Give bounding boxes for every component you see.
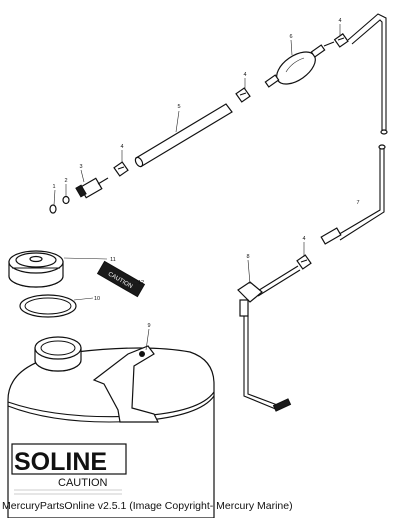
copyright-footer: MercuryPartsOnline v2.5.1 (Image Copyrig…: [2, 500, 293, 512]
primer-bulb: [264, 41, 335, 88]
clamp-left: [113, 161, 129, 177]
callout-1: 1: [52, 184, 55, 190]
fuel-hose: [134, 103, 233, 168]
callout-8: 8: [246, 254, 249, 260]
callout-10: 10: [94, 296, 100, 302]
tank-lettering-caution: CAUTION: [58, 477, 108, 489]
o-ring-small: [62, 195, 70, 205]
caution-decal: CAUTION: [96, 260, 146, 298]
callout-labels: 1 2 3 4 4 4 4 5 6 7 8 9 10 11 12: [52, 18, 359, 329]
callout-2: 2: [64, 178, 67, 184]
retaining-ring: [49, 204, 57, 214]
callout-4-upper-right: 4: [338, 18, 341, 24]
cap-gasket: [19, 294, 77, 318]
callout-7: 7: [356, 200, 359, 206]
callout-4-lower-right: 4: [302, 236, 305, 242]
callout-4-middle: 4: [243, 72, 246, 78]
fuel-cap: [8, 250, 64, 288]
callout-11: 11: [110, 257, 116, 263]
clamp-upper-right: [333, 33, 349, 48]
leader-lines: [53, 24, 341, 351]
callout-4-left: 4: [120, 144, 123, 150]
pickup-tube: [237, 265, 301, 412]
clamp-lower-right: [296, 254, 312, 270]
fuel-line-upper: [347, 13, 388, 135]
tank-connector: [75, 177, 109, 199]
callout-12: 12: [138, 280, 144, 286]
tank-lettering-main: SOLINE: [14, 448, 107, 476]
clamp-middle: [235, 87, 251, 103]
fuel-tank: SOLINE CAUTION: [7, 336, 215, 518]
callout-5: 5: [177, 104, 180, 110]
callout-3: 3: [79, 164, 82, 170]
callout-6: 6: [289, 34, 292, 40]
callout-9: 9: [147, 323, 150, 329]
fuel-line-lower: [320, 144, 386, 245]
